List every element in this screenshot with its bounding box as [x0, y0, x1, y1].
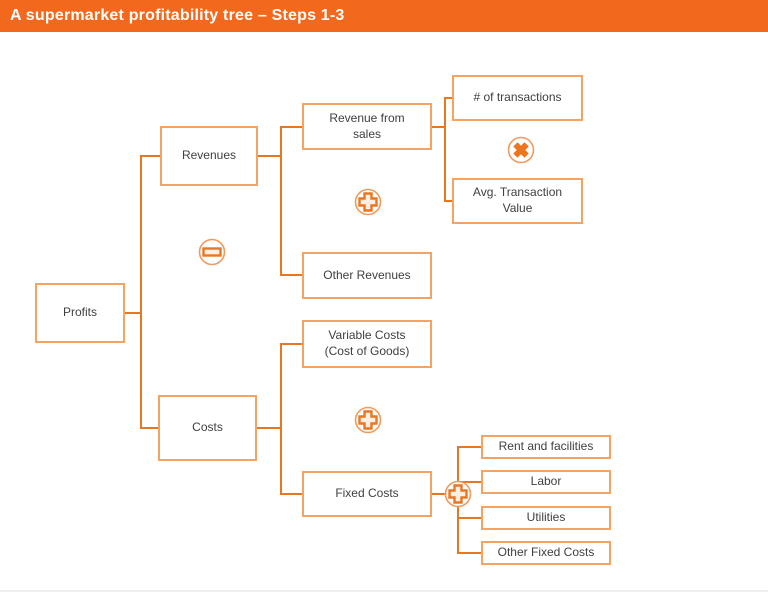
connector-costs-right	[257, 427, 282, 429]
node-profits-label: Profits	[62, 305, 97, 320]
connector-costs-branch	[280, 343, 282, 495]
connector-other-revenues-stub	[280, 274, 302, 276]
node-utilities-label: Utilities	[526, 510, 566, 525]
plus-icon	[354, 188, 382, 216]
node-costs: Costs	[158, 395, 257, 461]
connector-labor-stub	[457, 481, 481, 483]
connector-avg-value-stub	[444, 200, 452, 202]
connector-revenues-right	[258, 155, 282, 157]
node-revenue-from-sales: Revenue from sales	[302, 103, 432, 150]
connector-transactions-stub	[444, 97, 452, 99]
page-title: A supermarket profitability tree – Steps…	[10, 7, 345, 24]
node-other-revenues-label: Other Revenues	[323, 267, 411, 282]
node-other-revenues: Other Revenues	[302, 252, 432, 299]
connector-sales-branch	[444, 97, 446, 202]
node-revenues-label: Revenues	[181, 148, 237, 163]
node-labor-label: Labor	[530, 474, 562, 489]
node-avg-transaction-value: Avg. Transaction Value	[452, 178, 583, 224]
connector-trunk	[140, 155, 142, 429]
connector-utilities-stub	[457, 517, 481, 519]
node-transactions-label: # of transactions	[473, 90, 562, 105]
connector-rent-stub	[457, 446, 481, 448]
plus-icon	[354, 406, 382, 434]
connector-other-fixed-stub	[457, 552, 481, 554]
node-rent-and-facilities: Rent and facilities	[481, 435, 611, 459]
node-variable-costs-label: Variable Costs (Cost of Goods)	[324, 328, 410, 358]
node-avg-transaction-value-label: Avg. Transaction Value	[472, 185, 563, 215]
node-fixed-costs: Fixed Costs	[302, 471, 432, 517]
plus-icon	[444, 480, 472, 508]
connector-revenue-sales-stub	[280, 126, 302, 128]
node-costs-label: Costs	[192, 420, 223, 435]
connector-variable-costs-stub	[280, 343, 302, 345]
connector-sales-right	[432, 126, 446, 128]
node-revenues: Revenues	[160, 126, 258, 186]
connector-revenue-branch	[280, 126, 282, 276]
node-other-fixed-costs-label: Other Fixed Costs	[497, 545, 595, 560]
connector-revenues-left	[140, 155, 161, 157]
node-transactions: # of transactions	[452, 75, 583, 121]
connector-costs-left	[140, 427, 159, 429]
node-other-fixed-costs: Other Fixed Costs	[481, 541, 611, 565]
node-utilities: Utilities	[481, 506, 611, 530]
connector-profits	[125, 312, 142, 314]
node-fixed-costs-label: Fixed Costs	[335, 486, 399, 501]
node-rent-label: Rent and facilities	[498, 439, 594, 454]
node-variable-costs: Variable Costs (Cost of Goods)	[302, 320, 432, 368]
node-labor: Labor	[481, 470, 611, 494]
node-revenue-from-sales-label: Revenue from sales	[329, 110, 405, 141]
connector-fixed-costs-stub	[280, 493, 302, 495]
multiply-icon	[507, 136, 535, 164]
node-profits: Profits	[35, 283, 125, 343]
slide-header: A supermarket profitability tree – Steps…	[0, 0, 768, 32]
minus-icon	[198, 238, 226, 266]
